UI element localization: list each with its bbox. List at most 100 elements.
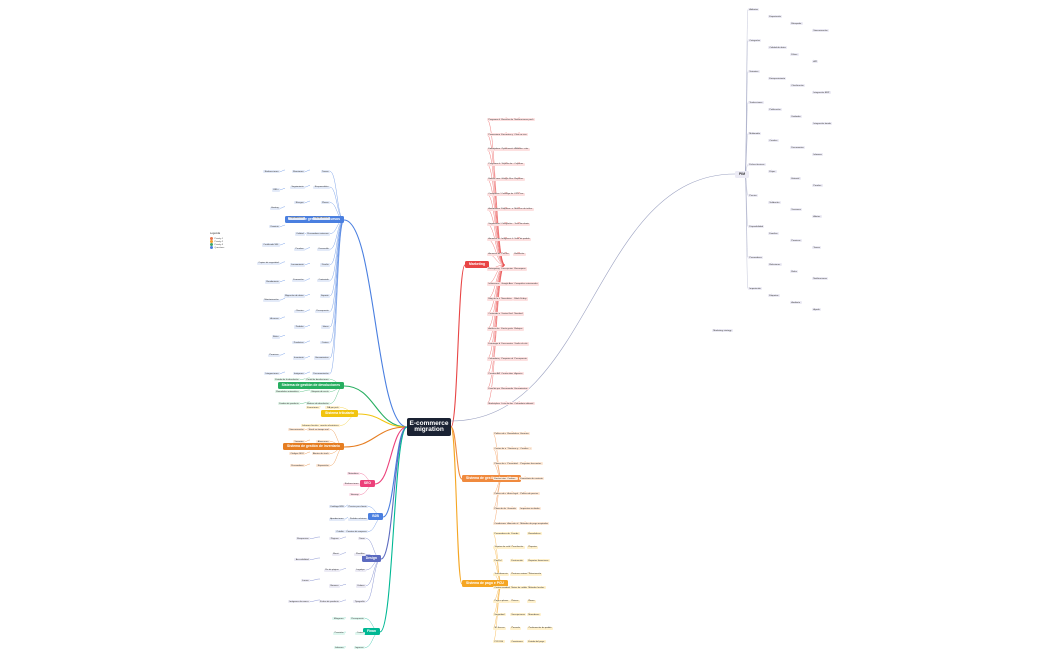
pim-leaf[interactable]: Atributos bbox=[748, 8, 760, 12]
gestion_politicas-leaf[interactable]: Privacidad bbox=[506, 462, 519, 466]
pim-leaf[interactable]: Integración ERP bbox=[812, 91, 831, 95]
b2b-leaf[interactable]: Precios por cliente bbox=[347, 505, 368, 509]
pim-leaf[interactable]: API bbox=[812, 60, 819, 64]
recursos-leaf[interactable]: Pruebas bbox=[294, 247, 305, 252]
pagos-leaf[interactable]: Estado del pago bbox=[527, 640, 546, 644]
marketing-leaf[interactable]: Ventas flash bbox=[500, 312, 515, 316]
marketing-leaf[interactable]: Black Friday bbox=[513, 297, 528, 301]
devoluciones-leaf[interactable]: Reembolso automático bbox=[274, 390, 300, 394]
recursos-leaf[interactable]: Plazos bbox=[320, 201, 330, 205]
recursos-leaf[interactable]: Proveedores externos bbox=[305, 232, 330, 236]
marketing-leaf[interactable]: Estrategia de precios bbox=[487, 342, 511, 346]
marketing-leaf[interactable]: Descuentos bbox=[500, 342, 515, 346]
inventario-leaf[interactable]: Reposición bbox=[316, 464, 330, 468]
marketing-leaf[interactable]: Agencia bbox=[513, 372, 524, 376]
recursos-leaf[interactable]: Reuniones bbox=[291, 170, 305, 174]
recursos-leaf[interactable]: Roles bbox=[271, 335, 280, 339]
marketing-leaf[interactable]: Reseñas de clientes bbox=[500, 118, 523, 122]
recursos-leaf[interactable]: Diseño bbox=[320, 263, 330, 267]
diseno-leaf[interactable]: Tema bbox=[357, 537, 366, 541]
pagos-leaf[interactable]: Reportes financieros bbox=[527, 559, 550, 563]
pagos-leaf[interactable]: Proveedores de pago bbox=[493, 532, 517, 536]
marketing-leaf[interactable]: Notificaciones push bbox=[513, 118, 535, 122]
pim-leaf[interactable]: Proveedores bbox=[748, 256, 764, 260]
recursos-leaf[interactable]: Formación bbox=[291, 278, 305, 283]
marketing-leaf[interactable]: Calendario promocional bbox=[487, 357, 513, 361]
pagos-leaf[interactable]: Monederos bbox=[527, 613, 541, 617]
pim-leaf[interactable]: Alertas bbox=[812, 215, 822, 219]
inventario-leaf[interactable]: Proveedores bbox=[289, 464, 305, 468]
pim-leaf[interactable]: Permisos bbox=[790, 239, 802, 243]
marketing-leaf[interactable]: Retargeting dinámico bbox=[487, 267, 511, 271]
marketing-leaf[interactable]: Retención bbox=[513, 252, 526, 256]
recursos-leaf[interactable]: Presupuesto bbox=[314, 309, 330, 314]
marketing-leaf[interactable]: Marketplaces bbox=[487, 402, 503, 406]
recursos-leaf[interactable]: Integraciones bbox=[264, 372, 280, 376]
marketing-leaf[interactable]: Programa de referidos bbox=[487, 162, 512, 167]
pim-leaf[interactable]: Exportación bbox=[768, 15, 783, 19]
recursos-leaf[interactable]: Dependencias bbox=[288, 216, 305, 220]
marketing-leaf[interactable]: Herramientas bbox=[513, 387, 529, 391]
marketing-leaf[interactable]: Etiquetas bbox=[500, 207, 512, 212]
pagos-leaf[interactable]: PCI DSS bbox=[493, 640, 505, 644]
b2b-leaf[interactable]: Cuentas de empresa bbox=[344, 530, 368, 534]
recursos-leaf[interactable]: Lanzamiento bbox=[289, 263, 305, 267]
marketing-leaf[interactable]: Tasa de rebote bbox=[513, 222, 531, 227]
finanzas-leaf[interactable]: Ingresos bbox=[353, 646, 365, 650]
marketing-leaf[interactable]: Boletín semanal bbox=[487, 177, 506, 182]
pagos-leaf[interactable]: Transferencia bbox=[493, 572, 510, 576]
finanzas-leaf[interactable]: Costes bbox=[355, 631, 365, 635]
b2b-leaf[interactable]: Crédito bbox=[335, 530, 345, 534]
marketing-leaf[interactable]: Google Shopping bbox=[500, 177, 520, 182]
gestion_politicas-leaf[interactable]: Garantía bbox=[506, 507, 518, 511]
pim-leaf[interactable]: Enriquecimiento bbox=[768, 77, 787, 81]
pagos-leaf[interactable]: Tokenización bbox=[527, 572, 543, 576]
recursos-leaf[interactable]: Imágenes bbox=[292, 372, 305, 376]
marketing-leaf[interactable]: Promociones cruzadas bbox=[487, 132, 513, 137]
pim-leaf[interactable]: Relaciones bbox=[768, 263, 782, 267]
gestion_politicas-leaf[interactable]: Costes de envío bbox=[493, 447, 512, 451]
branch-finanzas[interactable]: Finan bbox=[362, 628, 380, 636]
seo-leaf[interactable]: Metadatos bbox=[347, 472, 360, 476]
devoluciones-leaf[interactable]: Cambio de producto bbox=[277, 402, 300, 406]
finanzas-leaf[interactable]: Márgenes bbox=[332, 617, 345, 621]
marketing-leaf[interactable]: Pruebas A/B bbox=[487, 372, 502, 376]
gestion_politicas-leaf[interactable]: Atención al cliente bbox=[506, 522, 527, 526]
b2b-leaf[interactable]: Catálogo B2B bbox=[328, 505, 345, 509]
branch-pagos[interactable]: Sistema de pago e PCU bbox=[462, 580, 508, 588]
gestion_politicas-leaf[interactable]: Plazos de entrega bbox=[493, 462, 514, 466]
marketing-leaf[interactable]: Paquetes de productos bbox=[500, 357, 526, 361]
devoluciones-leaf[interactable]: Etiqueta de envío bbox=[310, 390, 330, 394]
recursos-leaf[interactable]: Inventario bbox=[292, 356, 305, 360]
marketing-leaf[interactable]: Rebajas bbox=[513, 327, 524, 331]
marketing-leaf[interactable]: Campañas estacionales bbox=[513, 282, 540, 286]
impuestos-leaf[interactable]: Facturación electrónica bbox=[314, 424, 340, 428]
pim-leaf[interactable]: Flujos bbox=[768, 170, 777, 174]
marketing-leaf[interactable]: Categorías bbox=[500, 222, 514, 227]
pagos-leaf[interactable]: Reembolsos bbox=[527, 532, 542, 536]
pim-leaf[interactable]: Traducciones bbox=[748, 101, 764, 105]
pim-leaf[interactable]: Informes bbox=[812, 153, 824, 157]
recursos-leaf[interactable]: Accesos bbox=[268, 316, 280, 321]
diseno-leaf[interactable]: Accesibilidad bbox=[294, 558, 310, 562]
gestion_politicas-leaf[interactable]: Horarios bbox=[519, 432, 531, 436]
branch-impuestos[interactable]: Sistema tributario bbox=[321, 410, 358, 418]
pagos-leaf[interactable]: 3D Secure bbox=[493, 626, 507, 630]
pim-leaf[interactable]: Validación bbox=[768, 201, 781, 205]
recursos-leaf[interactable]: Equipo interno bbox=[313, 216, 330, 220]
marketing-leaf[interactable]: Contenido en video bbox=[487, 312, 509, 316]
pagos-leaf[interactable]: Comisiones bbox=[510, 640, 525, 644]
marketing-leaf[interactable]: Cupones bbox=[513, 162, 525, 167]
branch-gestion_politicas[interactable]: Sistema de gestión de políticas bbox=[462, 475, 521, 483]
branch-devoluciones[interactable]: Sistema de gestión de devoluciones bbox=[277, 382, 344, 390]
diseno-leaf[interactable]: Imágenes de marca bbox=[287, 600, 310, 604]
gestion_politicas-leaf[interactable]: Cookies bbox=[506, 477, 517, 481]
recursos-leaf[interactable]: Migración de datos bbox=[283, 294, 305, 298]
marketing-leaf[interactable]: Imágenes bbox=[500, 237, 513, 241]
recursos-leaf[interactable]: Rendimiento bbox=[264, 280, 280, 284]
pagos-leaf[interactable]: Pasarela bbox=[510, 626, 522, 630]
marketing-leaf[interactable]: Tarjetas de regalo bbox=[500, 162, 521, 167]
recursos-leaf[interactable]: Documentación bbox=[312, 372, 330, 376]
gestion_politicas-leaf[interactable]: Plazo de devolución bbox=[493, 507, 516, 511]
pim-leaf[interactable]: Variantes bbox=[748, 70, 760, 74]
